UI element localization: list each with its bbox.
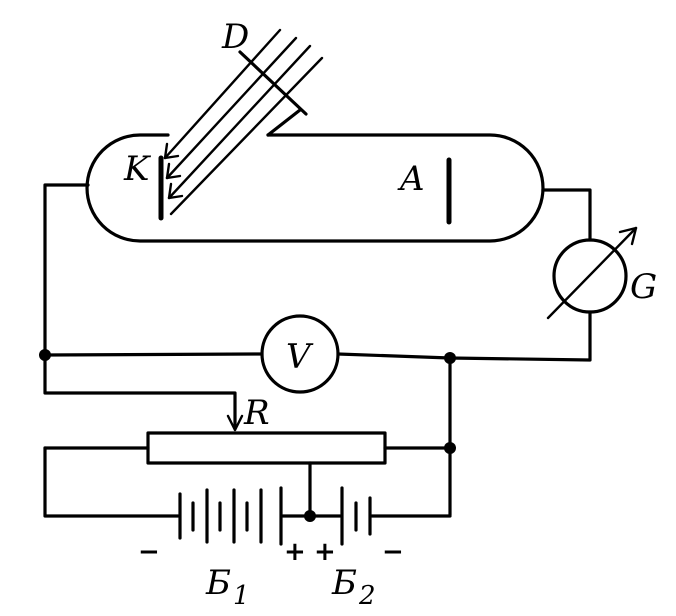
slider-arrow-head [226,414,244,432]
label-voltmeter: V [286,337,314,377]
battery-1 [178,486,283,546]
wire-voltmeter-right [336,352,452,360]
galvanometer-arrow [546,226,638,320]
rheostat-resistor [146,431,387,465]
label-battery-1-sub: 1 [233,581,250,611]
light-rays [163,28,324,216]
vacuum-tube [85,133,545,243]
galvanometer-circle [552,238,628,314]
galvanometer-arrow-head [618,226,638,246]
sign-minus-left: − [138,537,160,567]
sign-plus-b2: + [314,537,336,567]
junction-right-rheostat [444,442,456,454]
label-diaphragm: D [221,17,249,57]
label-rheostat: R [243,393,270,433]
label-anode: A [397,159,425,199]
junction-battery-mid [304,510,316,522]
label-battery-1: Б [205,563,231,603]
wire-anode-right [541,188,592,242]
label-battery-2-sub: 2 [358,581,376,611]
wire-galvanometer-down [448,310,592,362]
battery-2 [340,486,372,546]
sign-minus-right: − [382,537,404,567]
wire-bottom-left [43,446,180,518]
junction-left [39,349,51,361]
wire-cathode-left [43,183,90,357]
label-cathode: K [123,149,152,189]
sign-plus-b1: + [284,537,306,567]
wire-voltmeter-left [43,352,264,357]
tube-window-neck [266,108,302,137]
wire-to-slider [43,353,237,430]
label-galvanometer: G [630,267,657,307]
junction-right-top [444,352,456,364]
label-battery-2: Б [331,563,357,603]
